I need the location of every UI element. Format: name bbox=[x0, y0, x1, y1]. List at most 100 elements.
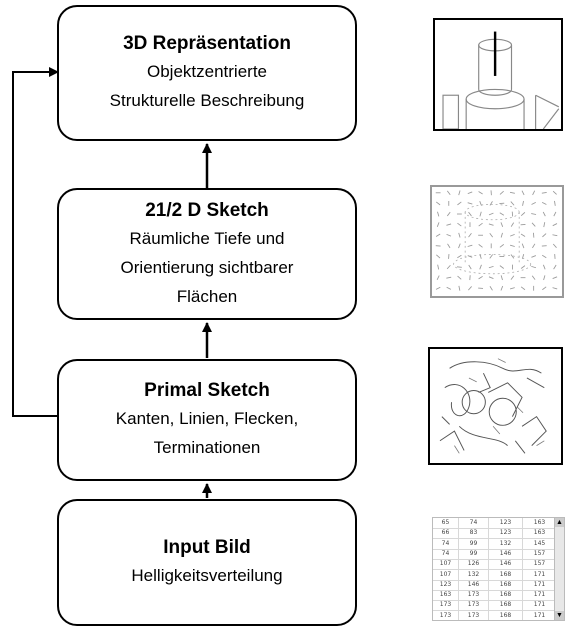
needle-mark bbox=[552, 287, 558, 290]
needle-mark bbox=[542, 264, 546, 270]
table-cell: 65 bbox=[433, 518, 459, 528]
scroll-down-arrow-icon[interactable]: ▼ bbox=[555, 611, 564, 620]
table-cell: 171 bbox=[523, 610, 557, 620]
needle-mark bbox=[520, 212, 526, 216]
needle-mark bbox=[467, 191, 473, 195]
table-cell: 132 bbox=[459, 569, 489, 580]
needle-mark bbox=[542, 286, 547, 291]
needle-mark bbox=[467, 202, 473, 205]
needle-mark bbox=[478, 191, 483, 195]
needle-mark bbox=[488, 212, 494, 216]
needle-mark bbox=[510, 222, 515, 227]
needle-mark bbox=[489, 233, 494, 238]
needle-mark bbox=[541, 201, 547, 205]
needle-mark bbox=[510, 254, 515, 259]
needle-mark bbox=[458, 285, 461, 291]
needle-mark bbox=[509, 191, 515, 194]
table-cell: 74 bbox=[459, 518, 489, 528]
box-3d-title: 3D Repräsentation bbox=[123, 33, 291, 54]
box-25d-sketch: 21/2 D Sketch Räumliche Tiefe und Orient… bbox=[57, 188, 357, 320]
needle-mark bbox=[446, 276, 452, 279]
needle-mark bbox=[436, 275, 440, 280]
thumbnail-25d-needle-map bbox=[430, 185, 564, 298]
needle-mark bbox=[436, 222, 440, 227]
needle-mark bbox=[552, 234, 558, 237]
needle-mark bbox=[467, 255, 473, 258]
thumbnail-primal-sketch bbox=[428, 347, 563, 465]
needle-mark bbox=[499, 212, 505, 216]
table-cell: 171 bbox=[523, 590, 557, 601]
needle-mark bbox=[457, 254, 462, 259]
arrow-primal-to-rep3d-loop bbox=[12, 67, 59, 417]
table-cell: 163 bbox=[433, 590, 459, 601]
needle-mark bbox=[447, 243, 451, 249]
needle-mark bbox=[520, 233, 526, 237]
table-cell: 74 bbox=[433, 538, 459, 549]
needle-mark bbox=[520, 286, 526, 291]
needle-mark bbox=[468, 286, 472, 291]
needle-mark bbox=[521, 243, 525, 249]
table-scrollbar[interactable]: ▲ ▼ bbox=[554, 518, 564, 620]
needle-mark bbox=[435, 233, 441, 237]
box-25d-line-3: Flächen bbox=[176, 286, 238, 306]
needle-mark bbox=[532, 190, 536, 196]
needle-mark bbox=[531, 213, 537, 215]
needle-mark bbox=[478, 276, 483, 280]
needle-mark bbox=[468, 264, 472, 270]
thumbnail-3d-model bbox=[433, 18, 563, 131]
table-cell: 168 bbox=[489, 579, 523, 590]
needle-mark bbox=[446, 211, 451, 217]
table-cell: 83 bbox=[459, 528, 489, 539]
table-cell: 99 bbox=[459, 548, 489, 559]
needle-mark bbox=[446, 190, 451, 195]
table-cell: 168 bbox=[489, 600, 523, 611]
table-cell: 173 bbox=[459, 610, 489, 620]
needle-mark bbox=[457, 275, 462, 280]
needle-mark bbox=[543, 275, 546, 281]
needle-mark bbox=[542, 254, 547, 259]
needle-mark bbox=[458, 190, 461, 196]
needle-mark bbox=[489, 201, 493, 206]
box-3d-line-2: Strukturelle Beschreibung bbox=[109, 91, 305, 110]
table-cell: 171 bbox=[523, 569, 557, 580]
needle-mark bbox=[488, 276, 494, 279]
needle-mark bbox=[479, 211, 482, 217]
table-cell: 173 bbox=[433, 610, 459, 620]
table-cell: 123 bbox=[489, 518, 523, 528]
needle-mark bbox=[479, 264, 482, 270]
needle-mark bbox=[521, 190, 525, 196]
table-cell: 163 bbox=[523, 518, 557, 528]
needle-mark bbox=[510, 201, 515, 206]
table-cell: 74 bbox=[433, 548, 459, 559]
table-cell: 107 bbox=[433, 569, 459, 580]
needle-mark bbox=[435, 286, 441, 290]
needle-mark bbox=[468, 211, 472, 217]
needle-mark bbox=[489, 286, 493, 291]
needle-map-image bbox=[435, 190, 558, 291]
table-cell: 171 bbox=[523, 600, 557, 611]
needle-mark bbox=[500, 222, 504, 227]
needle-mark bbox=[531, 222, 536, 227]
table-cell: 66 bbox=[433, 528, 459, 539]
needle-mark bbox=[520, 265, 526, 269]
table-cell: 168 bbox=[489, 610, 523, 620]
needle-mark bbox=[552, 190, 557, 195]
primal-sketch-image bbox=[439, 358, 547, 454]
needle-mark bbox=[500, 232, 503, 238]
needle-mark bbox=[542, 211, 546, 217]
table-cell: 146 bbox=[489, 559, 523, 570]
table-cell: 157 bbox=[523, 559, 557, 570]
needle-mark bbox=[437, 211, 440, 217]
needle-mark bbox=[552, 223, 558, 227]
table-cell: 126 bbox=[459, 559, 489, 570]
needle-mark bbox=[543, 222, 546, 228]
table-cell: 173 bbox=[459, 590, 489, 601]
needle-mark bbox=[552, 243, 557, 248]
needle-mark bbox=[532, 243, 536, 249]
table-cell: 171 bbox=[523, 579, 557, 590]
needle-mark bbox=[542, 233, 547, 238]
scroll-up-arrow-icon[interactable]: ▲ bbox=[555, 518, 564, 527]
needle-mark bbox=[489, 254, 494, 259]
